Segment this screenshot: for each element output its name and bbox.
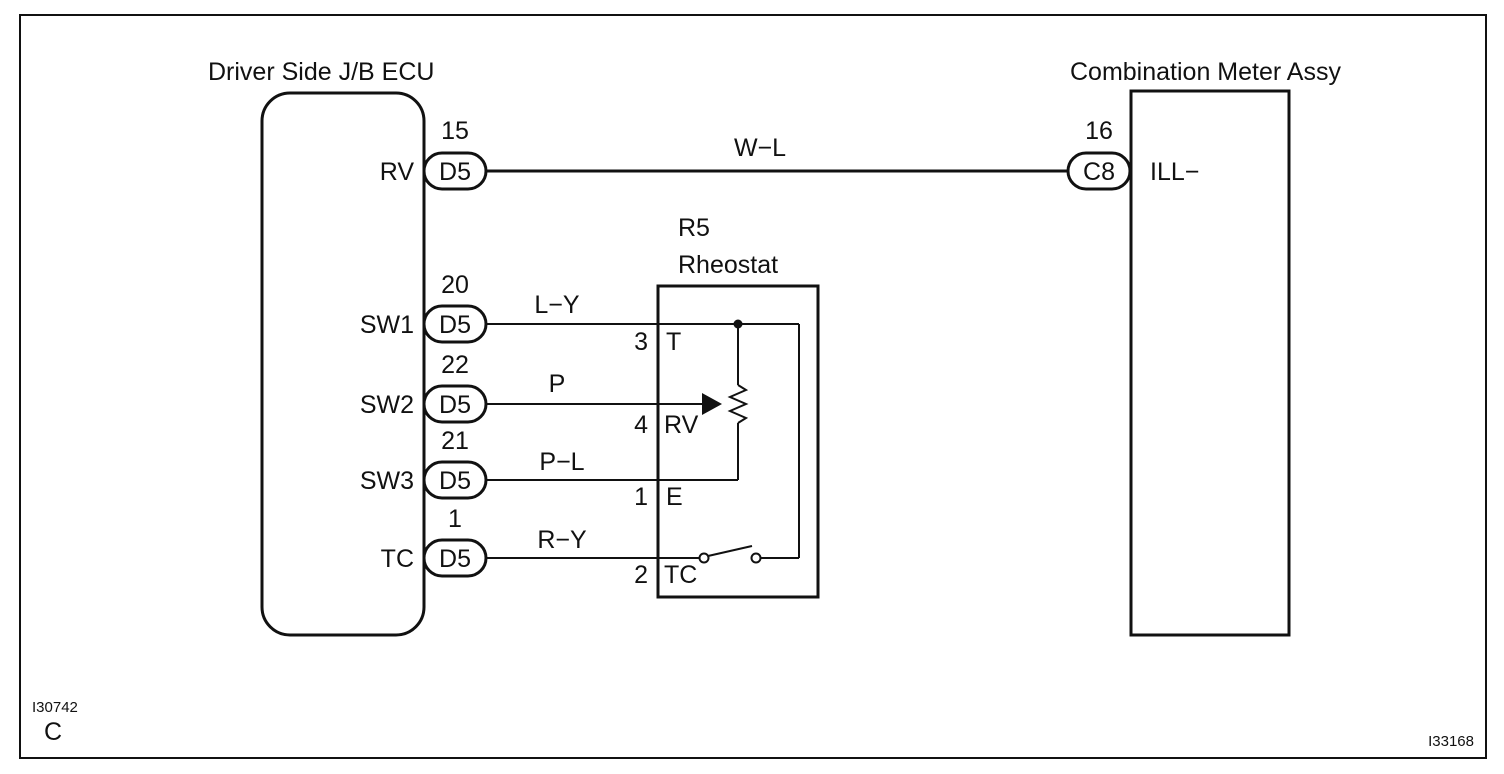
diagram-frame — [19, 14, 1487, 759]
connector-label: D5 — [439, 158, 471, 186]
rheostat-pin: 4 — [634, 411, 648, 439]
connector-sw1: D5 — [422, 304, 488, 344]
ecu-title: Driver Side J/B ECU — [208, 58, 434, 86]
connector-label: D5 — [439, 467, 471, 495]
pin-number: 22 — [441, 351, 469, 379]
rheostat-terminal: RV — [664, 411, 699, 439]
connector-sw2: D5 — [422, 384, 488, 424]
resistor-symbol — [727, 384, 749, 424]
wire-color-label: R−Y — [537, 526, 587, 554]
figure-letter: C — [44, 718, 62, 746]
pin-number: 21 — [441, 427, 469, 455]
rheostat-terminal: E — [666, 483, 683, 511]
connector-c8: C8 — [1066, 151, 1132, 191]
switch-lever — [707, 545, 753, 557]
connector-rv: D5 — [422, 151, 488, 191]
rheostat-terminal: TC — [664, 561, 697, 589]
wire-color-label: W−L — [734, 134, 786, 162]
pin-number: 16 — [1085, 117, 1113, 145]
figure-code-right: I33168 — [1428, 733, 1474, 750]
rheostat-box — [656, 284, 820, 599]
meter-terminal-label: ILL− — [1150, 158, 1199, 186]
meter-block: Combination Meter Assy ILL− — [1070, 58, 1341, 637]
rheostat-internal — [658, 319, 800, 564]
rheostat-block: R5 Rheostat — [656, 214, 820, 599]
ecu-terminal-sw3: SW3 — [360, 467, 414, 495]
connector-label: C8 — [1083, 158, 1115, 186]
pin-number: 1 — [448, 505, 462, 533]
wire-color-label: P — [549, 370, 566, 398]
ecu-block: Driver Side J/B ECU — [208, 58, 434, 637]
connector-label: D5 — [439, 545, 471, 573]
ecu-box — [260, 91, 426, 637]
rheostat-title: Rheostat — [678, 251, 778, 279]
pin-number: 20 — [441, 271, 469, 299]
wire-color-label: P−L — [539, 448, 584, 476]
rheostat-id: R5 — [678, 214, 710, 242]
pin-number: 15 — [441, 117, 469, 145]
wire-color-label: L−Y — [534, 291, 580, 319]
rheostat-terminal: T — [666, 328, 681, 356]
rheostat-pin: 1 — [634, 483, 648, 511]
meter-box — [1129, 89, 1291, 637]
meter-title: Combination Meter Assy — [1070, 58, 1341, 86]
ecu-terminal-tc: TC — [381, 545, 414, 573]
connector-tc: D5 — [422, 538, 488, 578]
rheostat-pin: 3 — [634, 328, 648, 356]
connector-sw3: D5 — [422, 460, 488, 500]
rheostat-pin: 2 — [634, 561, 648, 589]
switch-contact — [698, 552, 710, 564]
figure-code-left: I30742 — [32, 699, 78, 716]
connector-label: D5 — [439, 311, 471, 339]
connector-label: D5 — [439, 391, 471, 419]
switch-contact — [750, 552, 762, 564]
ecu-terminal-rv: RV — [380, 158, 415, 186]
wiper-arrow-icon — [702, 393, 722, 415]
ecu-terminal-sw2: SW2 — [360, 391, 414, 419]
ecu-terminal-sw1: SW1 — [360, 311, 414, 339]
